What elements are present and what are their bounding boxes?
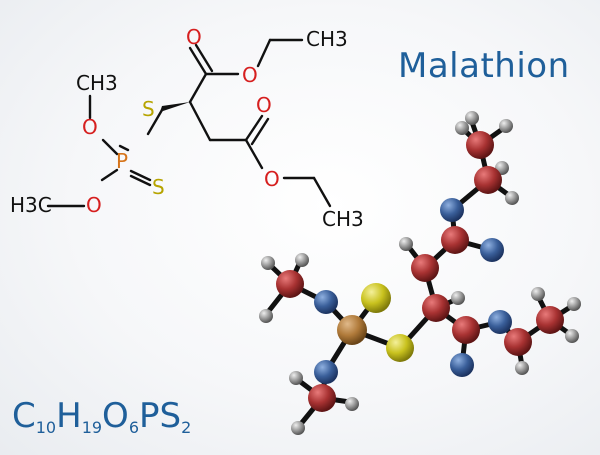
formula-count-s: 2 [181, 418, 192, 437]
atom-label-o-ester-2: O [264, 167, 280, 191]
formula-element-p: P [139, 396, 160, 436]
atom-label-o-left-top: O [82, 115, 98, 139]
formula-count-c: 10 [35, 418, 57, 437]
atom-label-o-carbonyl-2: O [256, 93, 272, 117]
atom-label-ch3-2: CH3 [322, 207, 364, 231]
atom-label-ch3-1: CH3 [306, 27, 348, 51]
atom-label-s-thio: S [142, 97, 155, 121]
formula-count-h: 19 [81, 418, 103, 437]
atom-label-p: P [116, 149, 128, 173]
formula-element-s: S [159, 396, 182, 436]
formula-element-c: C [12, 396, 36, 436]
formula-count-o: 6 [128, 418, 139, 437]
molecular-formula: C10H19O6PS2 [12, 396, 191, 437]
molecule-title: Malathion [398, 46, 570, 86]
atom-label-s-double: S [152, 175, 165, 199]
formula-element-o: O [102, 396, 129, 436]
atom-label-h3c: H3C [10, 193, 52, 217]
atom-label-ch3-top-left: CH3 [76, 71, 118, 95]
formula-element-h: H [56, 396, 82, 436]
atom-label-o-ester-1: O [242, 63, 258, 87]
atom-label-o-left-bottom: O [86, 193, 102, 217]
atom-label-o-carbonyl-1: O [186, 25, 202, 49]
